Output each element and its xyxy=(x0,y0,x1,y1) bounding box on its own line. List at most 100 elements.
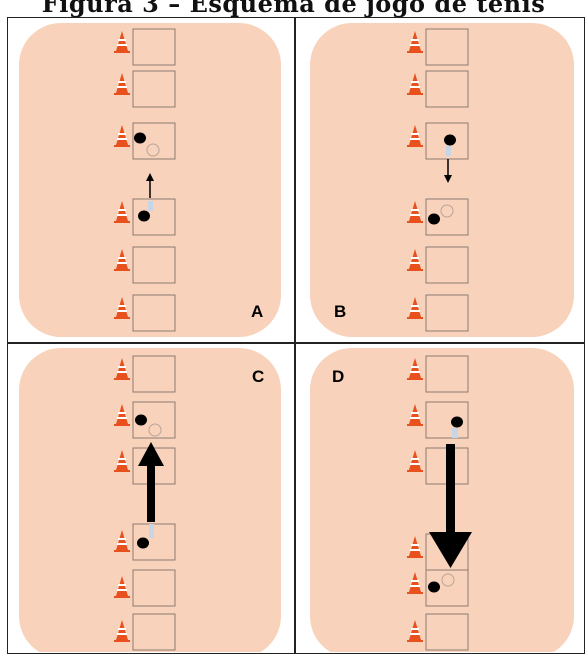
station-1 xyxy=(114,355,176,393)
court-pad xyxy=(310,23,574,337)
station-2 xyxy=(407,401,469,439)
panel-d: D xyxy=(296,344,584,652)
station-4 xyxy=(114,198,176,236)
target-box xyxy=(132,70,176,108)
panel-label: C xyxy=(252,367,264,386)
player-icon xyxy=(451,416,463,428)
cone-icon xyxy=(114,73,130,95)
player-icon xyxy=(138,210,150,222)
player-icon xyxy=(135,414,147,426)
target-box xyxy=(425,246,469,284)
cone-icon xyxy=(114,249,130,271)
cone-icon xyxy=(114,620,130,642)
station-6 xyxy=(407,294,469,332)
figure-title: Figura 3 – Esquema de jogo de tênis xyxy=(41,0,546,18)
panel-b-drawing: B xyxy=(310,23,574,337)
panel-a: A xyxy=(9,19,293,341)
court-pad xyxy=(310,348,574,652)
target-box xyxy=(132,569,176,607)
target-box xyxy=(425,401,469,439)
cone-icon xyxy=(407,201,423,223)
station-4 xyxy=(407,198,469,236)
cone-icon xyxy=(407,125,423,147)
cone-icon xyxy=(114,404,130,426)
target-box xyxy=(425,355,469,393)
player-icon xyxy=(137,537,149,549)
target-box xyxy=(425,294,469,332)
station-2 xyxy=(114,401,176,439)
movement-arrow-long-down xyxy=(429,444,472,568)
ghost-player-icon xyxy=(146,143,160,157)
ghost-player-icon xyxy=(441,573,455,587)
cone-icon xyxy=(114,358,130,380)
cone-icon xyxy=(407,249,423,271)
racket-icon xyxy=(149,524,154,538)
station-5 xyxy=(114,569,176,607)
panel-label: B xyxy=(334,302,346,321)
target-box xyxy=(132,294,176,332)
movement-arrow-up xyxy=(146,173,154,198)
player-icon xyxy=(444,134,456,146)
station-2 xyxy=(407,70,469,108)
target-box xyxy=(132,613,176,651)
player-icon xyxy=(428,213,440,225)
player-icon xyxy=(428,581,440,593)
target-box xyxy=(425,28,469,66)
target-box xyxy=(132,401,176,439)
racket-icon xyxy=(446,146,451,156)
cone-icon xyxy=(407,31,423,53)
target-box xyxy=(425,122,469,160)
ghost-player-icon xyxy=(440,204,454,218)
grid-vertical-divider xyxy=(294,17,296,654)
station-5 xyxy=(114,246,176,284)
target-box xyxy=(132,355,176,393)
cone-icon xyxy=(114,125,130,147)
player-icon xyxy=(134,132,146,144)
cone-icon xyxy=(114,576,130,598)
ghost-player-icon xyxy=(148,423,162,437)
panel-d-drawing: D xyxy=(310,348,574,652)
panel-label: A xyxy=(251,302,263,321)
target-box xyxy=(132,28,176,66)
target-box xyxy=(132,122,176,160)
target-box xyxy=(425,198,469,236)
station-6 xyxy=(407,613,469,651)
station-1 xyxy=(407,28,469,66)
cone-icon xyxy=(407,572,423,594)
station-6 xyxy=(114,294,176,332)
station-3 xyxy=(407,122,469,160)
panel-c: C xyxy=(9,344,293,652)
station-1 xyxy=(407,355,469,393)
cone-icon xyxy=(114,31,130,53)
cone-icon xyxy=(407,404,423,426)
movement-arrow-down xyxy=(444,159,452,183)
cone-icon xyxy=(407,450,423,472)
station-3 xyxy=(114,122,176,160)
station-6 xyxy=(114,613,176,651)
panel-a-drawing: A xyxy=(19,23,281,337)
panel-label: D xyxy=(332,367,344,386)
panel-b: B xyxy=(296,19,584,341)
target-box xyxy=(425,569,469,607)
station-5 xyxy=(407,569,469,607)
movement-arrow-long-up xyxy=(138,442,164,522)
panel-c-drawing: C xyxy=(19,348,281,652)
cone-icon xyxy=(407,297,423,319)
cone-icon xyxy=(407,73,423,95)
cone-icon xyxy=(114,530,130,552)
cone-icon xyxy=(114,450,130,472)
target-box xyxy=(425,70,469,108)
cone-icon xyxy=(114,297,130,319)
cone-icon xyxy=(114,201,130,223)
target-box xyxy=(425,613,469,651)
station-2 xyxy=(114,70,176,108)
target-box xyxy=(132,198,176,236)
grid-horizontal-divider xyxy=(7,342,585,344)
cone-icon xyxy=(407,620,423,642)
target-box xyxy=(132,246,176,284)
cone-icon xyxy=(407,536,423,558)
station-1 xyxy=(114,28,176,66)
station-5 xyxy=(407,246,469,284)
drill-column xyxy=(114,28,176,332)
station-4 xyxy=(114,523,176,561)
